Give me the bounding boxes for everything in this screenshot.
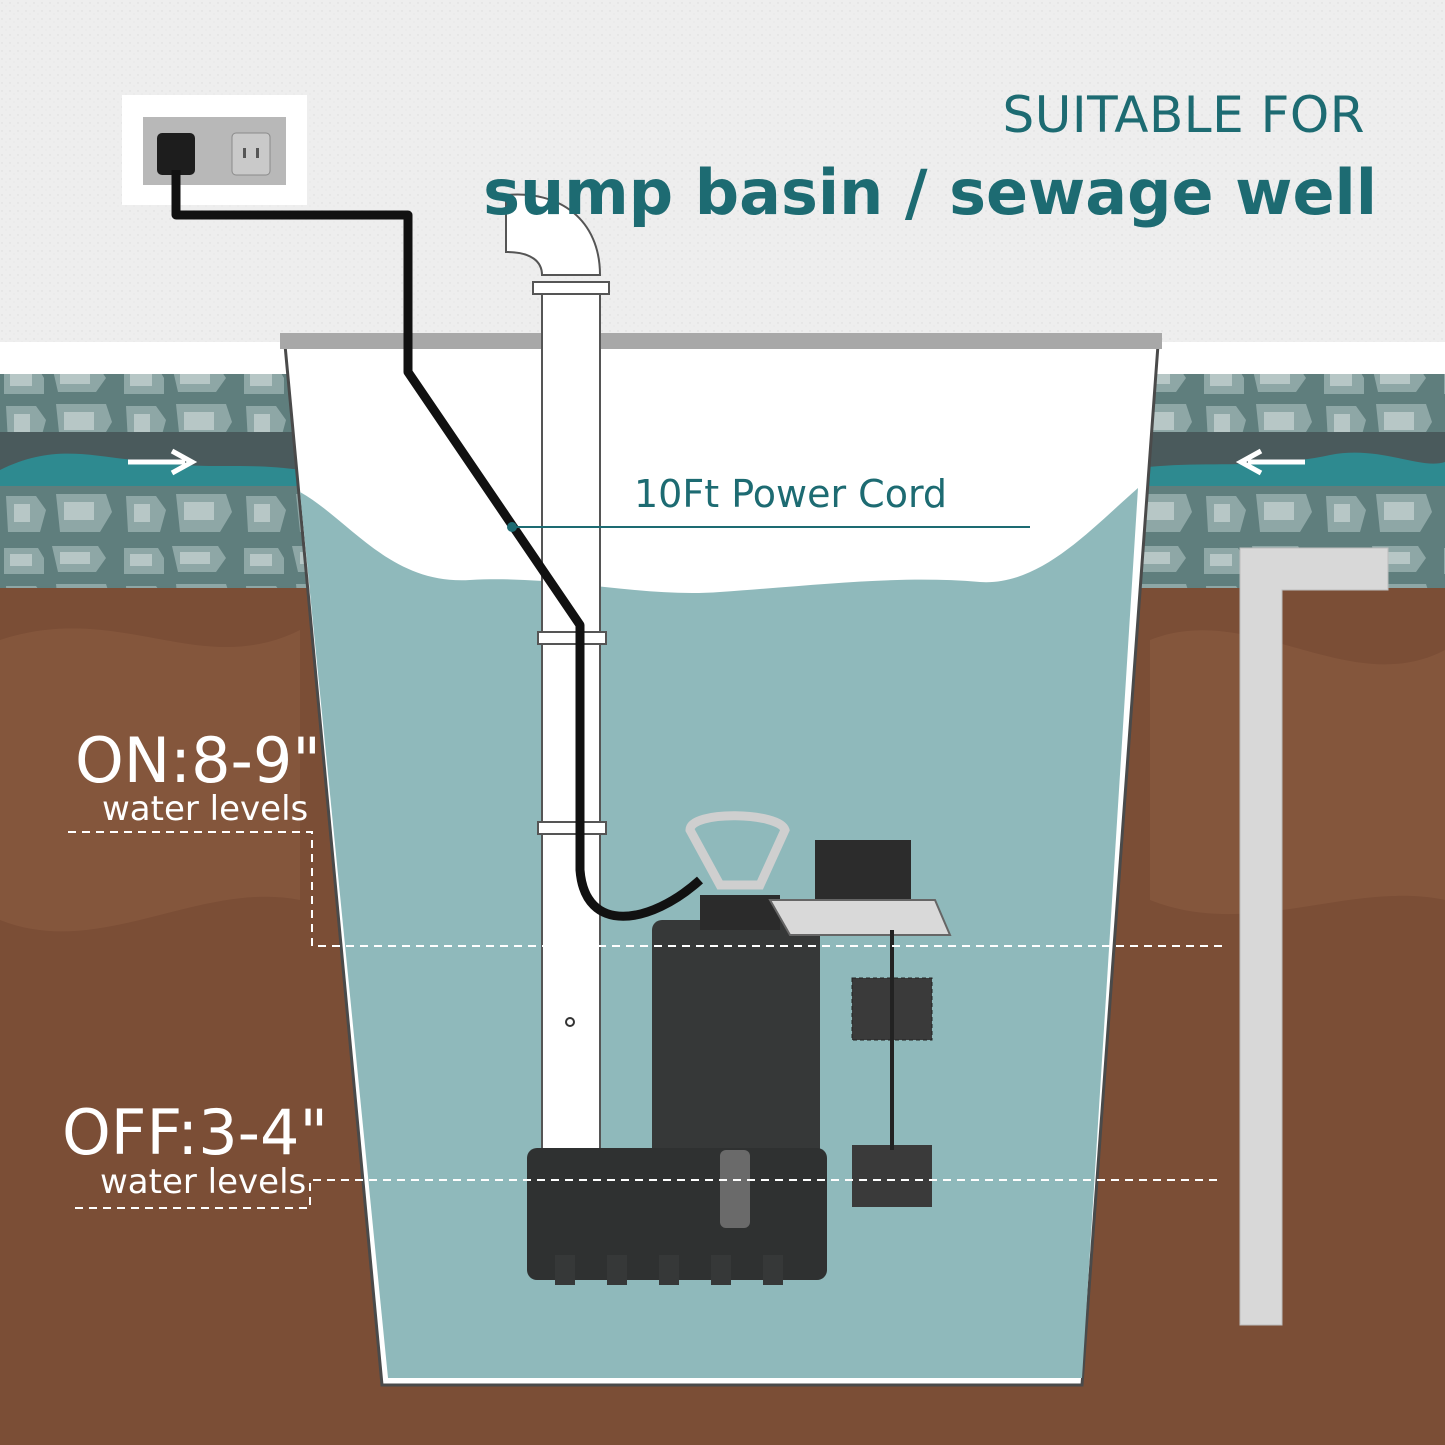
power-cord	[171, 170, 704, 921]
plug-icon	[157, 133, 195, 175]
pump-handle	[685, 811, 790, 890]
float-lower	[852, 1145, 932, 1207]
off-level-title: OFF:3-4"	[62, 1096, 328, 1169]
on-level-sub: water levels	[102, 789, 309, 829]
power-cord-label: 10Ft Power Cord	[634, 472, 948, 516]
on-level-line	[68, 831, 1222, 947]
soil-texture	[0, 628, 1445, 932]
discharge-pipe-elbow	[505, 193, 602, 276]
switch-arm	[768, 899, 952, 936]
heading-line2: sump basin / sewage well	[483, 156, 1377, 229]
basin-rim	[280, 333, 1162, 349]
switch-box	[815, 840, 911, 910]
off-level-line	[75, 1179, 1222, 1209]
off-level-sub: water levels	[100, 1162, 307, 1202]
heading-line1: SUITABLE FOR	[1002, 86, 1365, 144]
socket-icon	[231, 132, 271, 176]
flow-arrow-right	[1235, 448, 1305, 476]
discharge-pipe	[541, 282, 601, 1154]
flow-arrow-left	[128, 448, 198, 476]
on-level-title: ON:8-9"	[75, 724, 321, 797]
pump-motor	[652, 920, 820, 1175]
level-ruler	[1239, 547, 1389, 1326]
